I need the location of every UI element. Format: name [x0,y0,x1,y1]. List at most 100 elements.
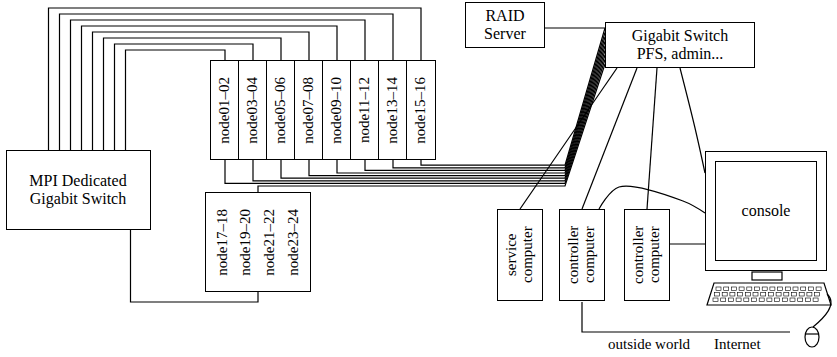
compute-node-pair: node05–06 [266,60,296,160]
compute-node-group: node17–18 node19–20 node21–22 node23–24 [205,192,311,292]
key [724,287,729,291]
compute-node-pair: node07–08 [294,60,324,160]
key [792,293,797,297]
node-label: service computer [504,215,536,295]
compute-node-pair: node13–14 [378,60,408,160]
computer: service computer [497,209,543,301]
key [752,298,757,302]
key [728,298,733,302]
network-cable [545,27,605,28]
key [784,293,789,297]
key [793,287,798,291]
key [716,287,721,291]
node-label: node17–18 [215,209,231,276]
key [768,293,773,297]
node-label: controller computer [631,215,663,295]
node-label: node13–14 [385,77,401,144]
network-cable [104,38,282,150]
mouse [805,327,819,347]
key [759,298,764,302]
key [755,287,760,291]
node-label: RAID Server [477,7,533,42]
key [715,293,720,297]
key [778,287,783,291]
node-label: node01–02 [217,77,233,144]
node-label: node15–16 [413,77,429,144]
key [730,293,735,297]
key [744,298,749,302]
key [782,298,787,302]
key [776,293,781,297]
node-label: node05–06 [273,77,289,144]
node-label: MPI Dedicated Gigabit Switch [15,172,141,207]
key [815,293,820,297]
key [816,287,821,291]
key [762,287,767,291]
key [736,298,741,302]
computer: controller computer [559,209,605,301]
network-cable [421,28,605,165]
key [745,293,750,297]
network-cable [582,68,637,209]
network-cable [680,68,705,173]
key [738,293,743,297]
key [747,287,752,291]
network-cable [670,243,705,244]
network-cable [93,32,310,150]
key [813,298,818,302]
key [801,287,806,291]
key [798,298,803,302]
internet-line [582,302,790,332]
computer: controller computer [624,209,670,301]
key [722,293,727,297]
key [790,298,795,302]
network-switch: Gigabit Switch PFS, admin... [605,22,755,68]
node-label: Gigabit Switch PFS, admin... [624,27,736,62]
key [721,298,726,302]
key [713,298,718,302]
compute-node-pair: node09–10 [322,60,352,160]
network-cable [60,14,394,150]
key [731,287,736,291]
compute-node-pair: node11–12 [350,60,380,160]
key [785,287,790,291]
key [761,293,766,297]
key [770,287,775,291]
node-label: node19–20 [238,209,254,276]
key [807,293,812,297]
node-label: node11–12 [357,77,373,143]
key [767,298,772,302]
storage-server: RAID Server [465,2,545,48]
key [739,287,744,291]
node-label: console [742,202,791,220]
monitor-stand [752,272,782,280]
label-text: outside world [606,336,692,353]
key [805,298,810,302]
keyboard [707,283,831,305]
network-cable [393,33,605,168]
network-cable [281,51,605,179]
node-label: node03–04 [245,77,261,144]
keyboard-keys [713,287,821,302]
node-label: node07–08 [301,77,317,144]
network-cable [647,68,657,209]
mouse-button-line [805,333,819,334]
compute-node-pair: node01–02 [210,60,240,160]
network-switch: MPI Dedicated Gigabit Switch [6,150,151,230]
compute-node-pair: node03–04 [238,60,268,160]
node-label: node23–24 [286,209,302,276]
node-label: node09–10 [329,77,345,144]
network-cable [309,46,605,176]
network-cable [337,42,605,174]
label-text: Internet [712,336,763,353]
key [753,293,758,297]
monitor-screen: console [715,161,817,261]
network-cable [520,68,617,209]
key [799,293,804,297]
compute-node-pair: node15–16 [406,60,436,160]
key [808,287,813,291]
node-label: node21–22 [262,209,278,276]
mouse-cord [813,294,831,327]
console-monitor: console [705,151,827,271]
